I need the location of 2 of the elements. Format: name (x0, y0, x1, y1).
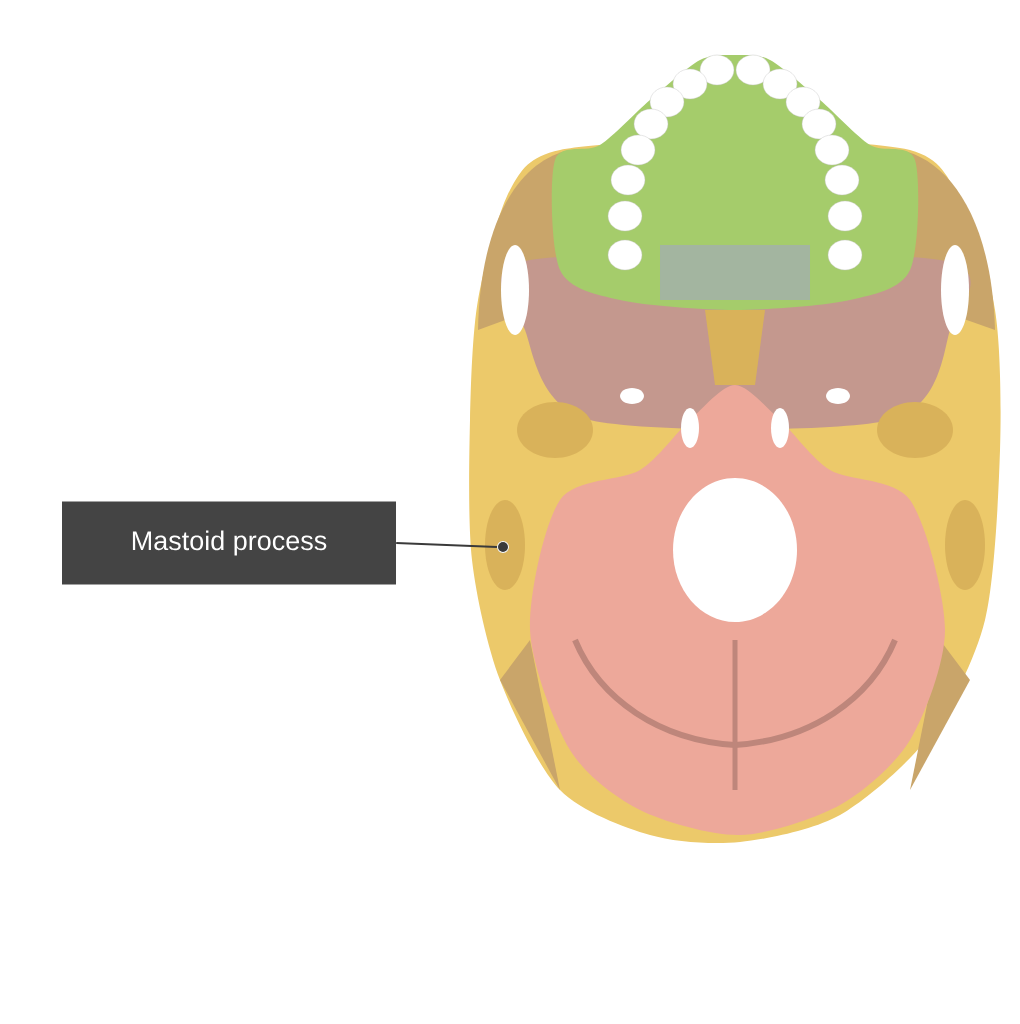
leader-line (395, 542, 498, 548)
label-box: Mastoid process (62, 501, 396, 585)
